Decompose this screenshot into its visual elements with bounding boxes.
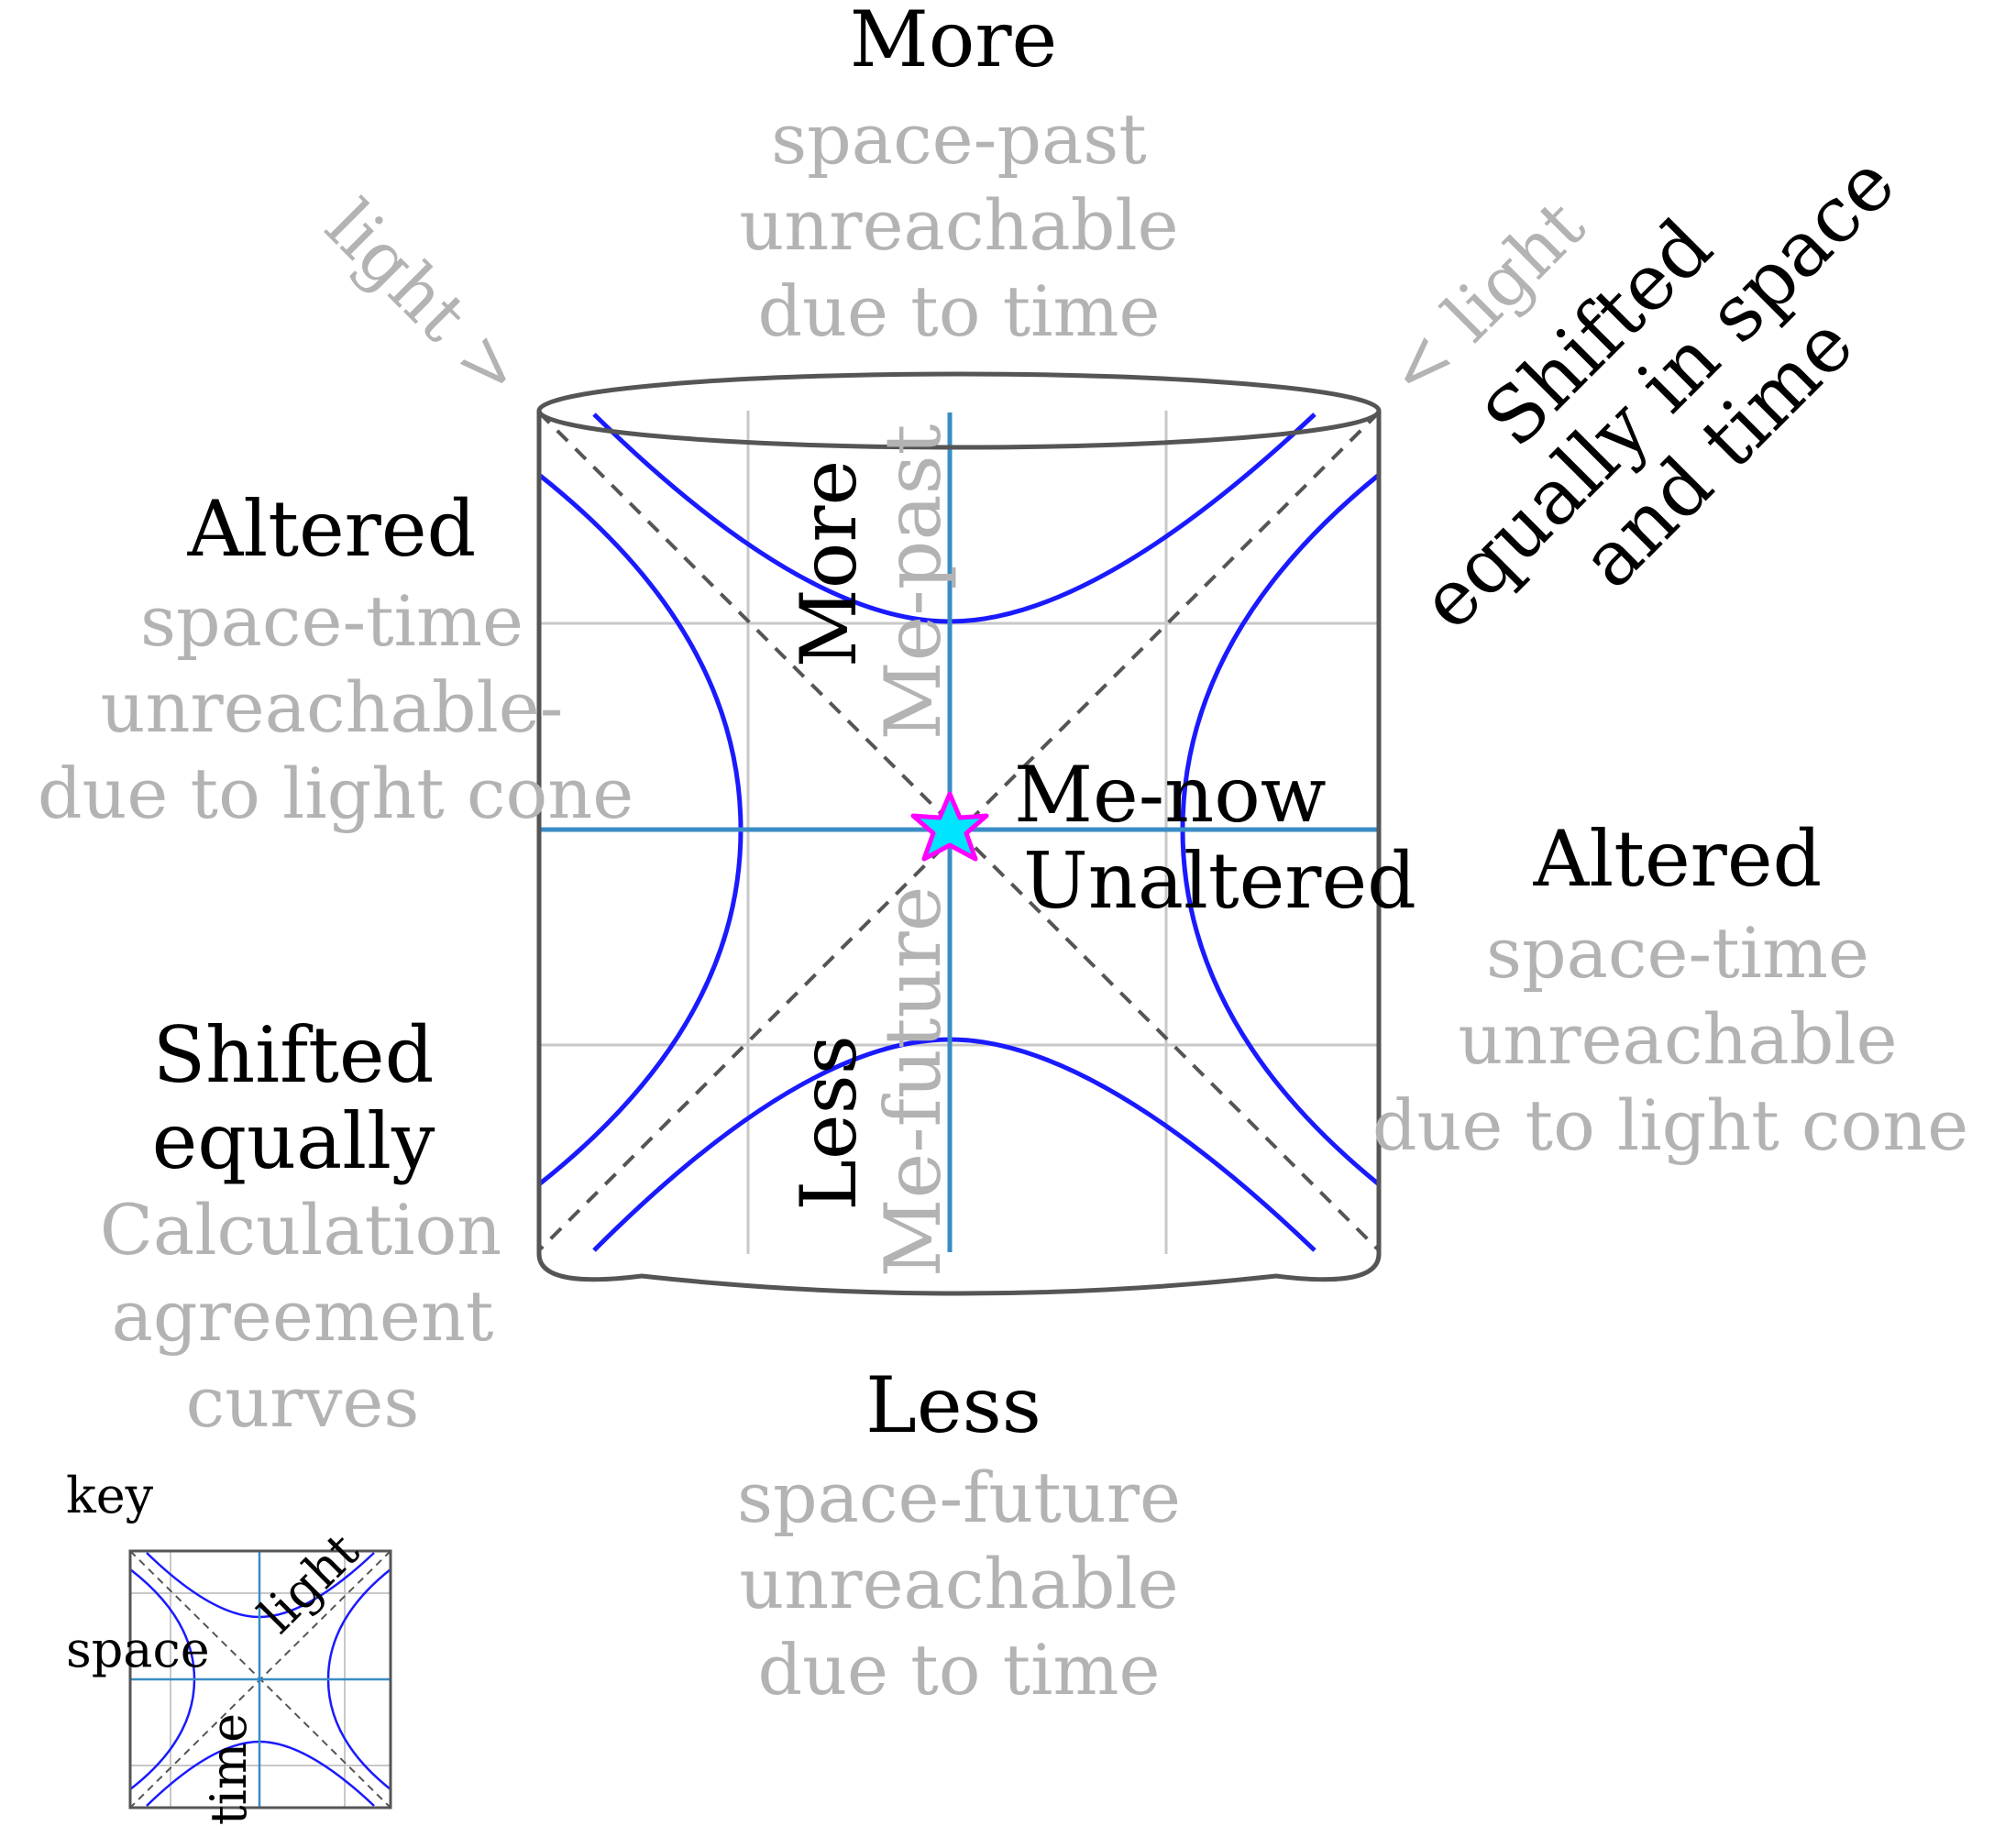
axis-more-label: More xyxy=(784,460,874,667)
key-mini-plot xyxy=(128,1549,392,1810)
top-label: More space-past unreachable due to time xyxy=(739,0,1178,352)
left-upper-line-3: due to light cone xyxy=(38,753,633,834)
light-left-label: light > xyxy=(311,184,540,413)
left-upper-label: Altered space-time unreachable- due to l… xyxy=(38,484,633,834)
key-light-label: light xyxy=(248,1522,370,1644)
right-line-1: space-time xyxy=(1486,912,1869,994)
bottom-line-1: space-future xyxy=(737,1457,1181,1538)
cylinder-bottom-arc xyxy=(536,1253,1382,1296)
axis-me-future-label: Me-future xyxy=(868,886,958,1277)
left-upper-line-2: unreachable- xyxy=(101,666,564,748)
right-label: Altered space-time unreachable due to li… xyxy=(1372,814,1968,1166)
bottom-heading: Less xyxy=(865,1360,1041,1450)
left-lower-line-1: Calculation xyxy=(100,1189,501,1270)
left-lower-label: Shifted equally Calculation agreement cu… xyxy=(100,1010,501,1443)
key-time-label: time xyxy=(200,1713,258,1825)
left-lower-heading-2: equally xyxy=(152,1096,435,1186)
right-line-3: due to light cone xyxy=(1372,1084,1968,1166)
key-legend: key space xyxy=(66,1467,392,1825)
top-line-2: unreachable xyxy=(739,184,1178,266)
unaltered-label: Unaltered xyxy=(1023,836,1416,926)
top-line-3: due to time xyxy=(757,270,1160,352)
right-line-2: unreachable xyxy=(1458,998,1897,1080)
left-upper-line-1: space-time xyxy=(140,580,523,662)
top-heading: More xyxy=(850,0,1057,84)
top-line-1: space-past xyxy=(771,98,1147,180)
left-lower-line-2: agreement xyxy=(112,1275,494,1357)
left-lower-line-3: curves xyxy=(186,1361,420,1443)
left-upper-heading: Altered xyxy=(187,484,477,574)
me-now-label: Me-now xyxy=(1014,750,1327,840)
cylinder-frame xyxy=(536,371,1382,1296)
cylinder-top-ellipse xyxy=(536,371,1382,450)
main-plot xyxy=(536,371,1382,1296)
bottom-label: Less space-future unreachable due to tim… xyxy=(737,1360,1181,1710)
axis-labels: More Me-past Less Me-future xyxy=(784,424,958,1277)
key-space-label: space xyxy=(66,1621,210,1678)
center-labels: Me-now Unaltered xyxy=(1014,750,1416,926)
axis-me-past-label: Me-past xyxy=(868,424,958,740)
axis-less-label: Less xyxy=(784,1035,874,1211)
key-title: key xyxy=(66,1467,154,1524)
bottom-line-3: due to time xyxy=(757,1629,1160,1710)
me-now-star-icon xyxy=(910,791,989,862)
right-heading: Altered xyxy=(1533,814,1823,904)
bottom-line-2: unreachable xyxy=(739,1543,1178,1624)
left-lower-heading-1: Shifted xyxy=(153,1010,435,1100)
